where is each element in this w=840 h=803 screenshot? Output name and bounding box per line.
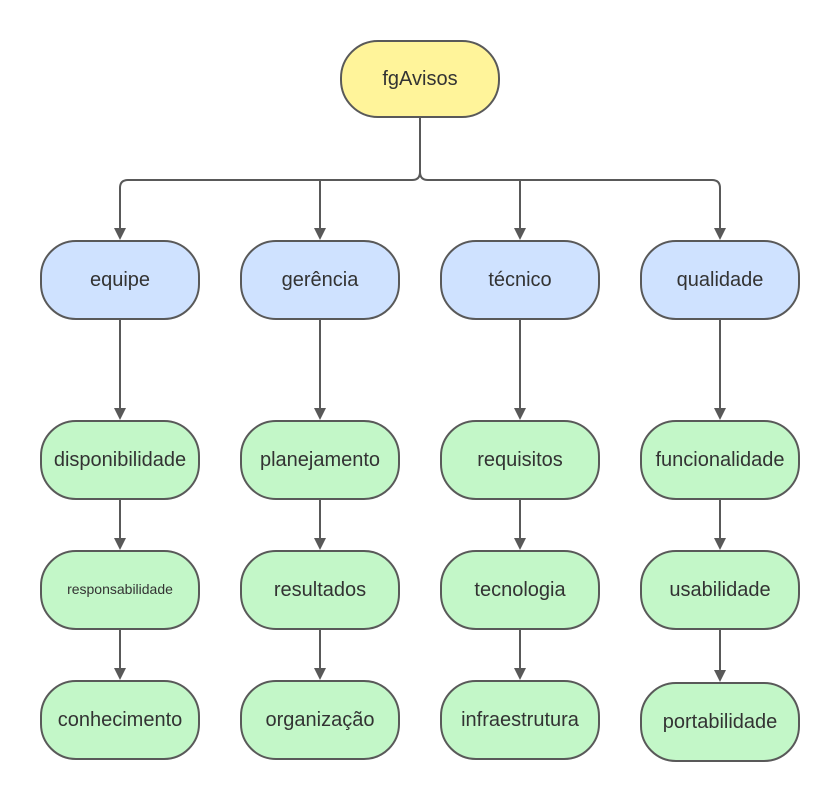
category-node-equipe: equipe — [40, 240, 200, 320]
leaf-node-conhecimento: conhecimento — [40, 680, 200, 760]
leaf-node-portabilidade: portabilidade — [640, 682, 800, 762]
leaf-node-usabilidade: usabilidade — [640, 550, 800, 630]
category-node-qualidade: qualidade — [640, 240, 800, 320]
leaf-node-organizacao: organização — [240, 680, 400, 760]
category-node-tecnico: técnico — [440, 240, 600, 320]
leaf-node-planejamento: planejamento — [240, 420, 400, 500]
category-node-gerencia: gerência — [240, 240, 400, 320]
leaf-node-requisitos: requisitos — [440, 420, 600, 500]
leaf-node-resultados: resultados — [240, 550, 400, 630]
root-node-fgavisos: fgAvisos — [340, 40, 500, 118]
leaf-node-infraestrutura: infraestrutura — [440, 680, 600, 760]
connector-root-to-equipe — [114, 118, 421, 240]
leaf-node-disponibilidade: disponibilidade — [40, 420, 200, 500]
leaf-node-funcionalidade: funcionalidade — [640, 420, 800, 500]
leaf-node-tecnologia: tecnologia — [440, 550, 600, 630]
connector-root-to-qualidade — [419, 171, 726, 240]
leaf-node-responsabilidade: responsabilidade — [40, 550, 200, 630]
